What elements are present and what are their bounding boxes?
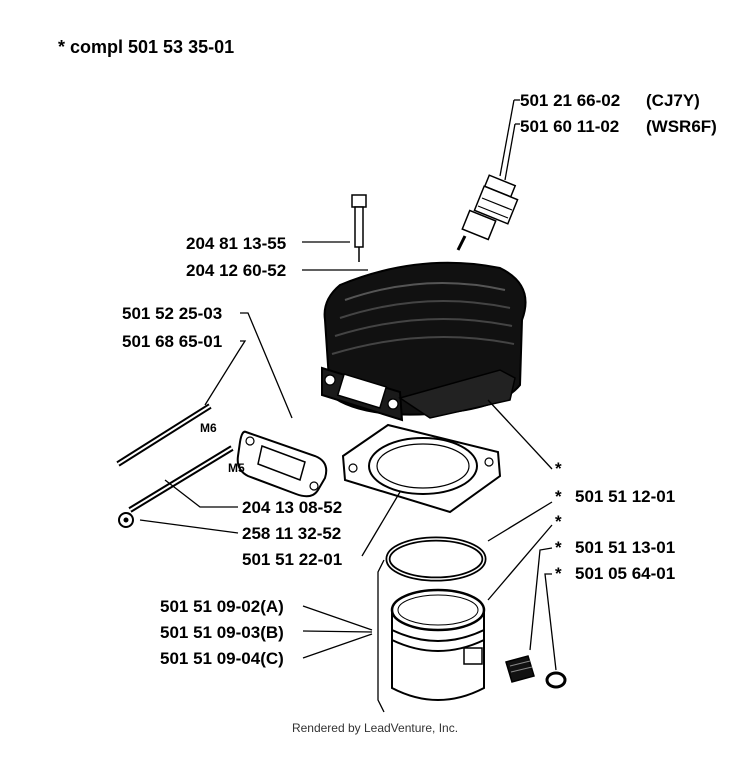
asterisk-cylinder: *	[555, 459, 562, 478]
leader-lines	[139, 99, 557, 713]
part-number-spark-plug-cj7y: 501 21 66-02	[520, 91, 620, 110]
assembly-title: * compl 501 53 35-01	[58, 37, 234, 57]
spark-plug-wsr6f-note: (WSR6F)	[646, 117, 717, 136]
spark-plug-illustration	[456, 99, 519, 251]
part-number-piston-pin: 501 51 13-01	[575, 538, 675, 557]
part-number-circlip: 501 05 64-01	[575, 564, 675, 583]
part-number-piston-ring: 501 51 12-01	[575, 487, 675, 506]
circlip-illustration	[545, 671, 567, 689]
asterisk-piston-pin: *	[555, 538, 562, 557]
bolt-illustration	[351, 194, 367, 262]
footer-credit: Rendered by LeadVenture, Inc.	[292, 721, 458, 735]
part-number-piston-a: 501 51 09-02(A)	[160, 597, 284, 616]
thread-size-m5: M5	[228, 461, 245, 475]
part-number-nut: 258 11 32-52	[242, 524, 341, 543]
part-number-cylinder-gasket: 501 51 22-01	[242, 550, 342, 569]
part-number-gasket-a: 501 52 25-03	[122, 304, 222, 323]
asterisk-circlip: *	[555, 564, 562, 583]
stud-illustrations	[116, 403, 234, 528]
asterisk-piston-ring: *	[555, 487, 562, 506]
part-number-bolt-b: 204 12 60-52	[186, 261, 286, 280]
cylinder-illustration	[321, 261, 527, 422]
piston-illustration	[390, 588, 486, 701]
spark-plug-cj7y-note: (CJ7Y)	[646, 91, 700, 110]
part-number-stud: 204 13 08-52	[242, 498, 342, 517]
part-number-bolt-a: 204 81 13-55	[186, 234, 286, 253]
part-number-piston-b: 501 51 09-03(B)	[160, 623, 284, 642]
asterisk-piston: *	[555, 512, 562, 531]
intake-gasket-illustration	[236, 430, 328, 498]
thread-size-m6: M6	[200, 421, 217, 435]
part-number-gasket-b: 501 68 65-01	[122, 332, 222, 351]
piston-pin-illustration	[505, 655, 535, 683]
piston-ring-illustration	[385, 536, 487, 582]
part-number-spark-plug-wsr6f: 501 60 11-02	[520, 117, 619, 136]
part-number-piston-c: 501 51 09-04(C)	[160, 649, 284, 668]
base-gasket-illustration	[341, 423, 502, 514]
